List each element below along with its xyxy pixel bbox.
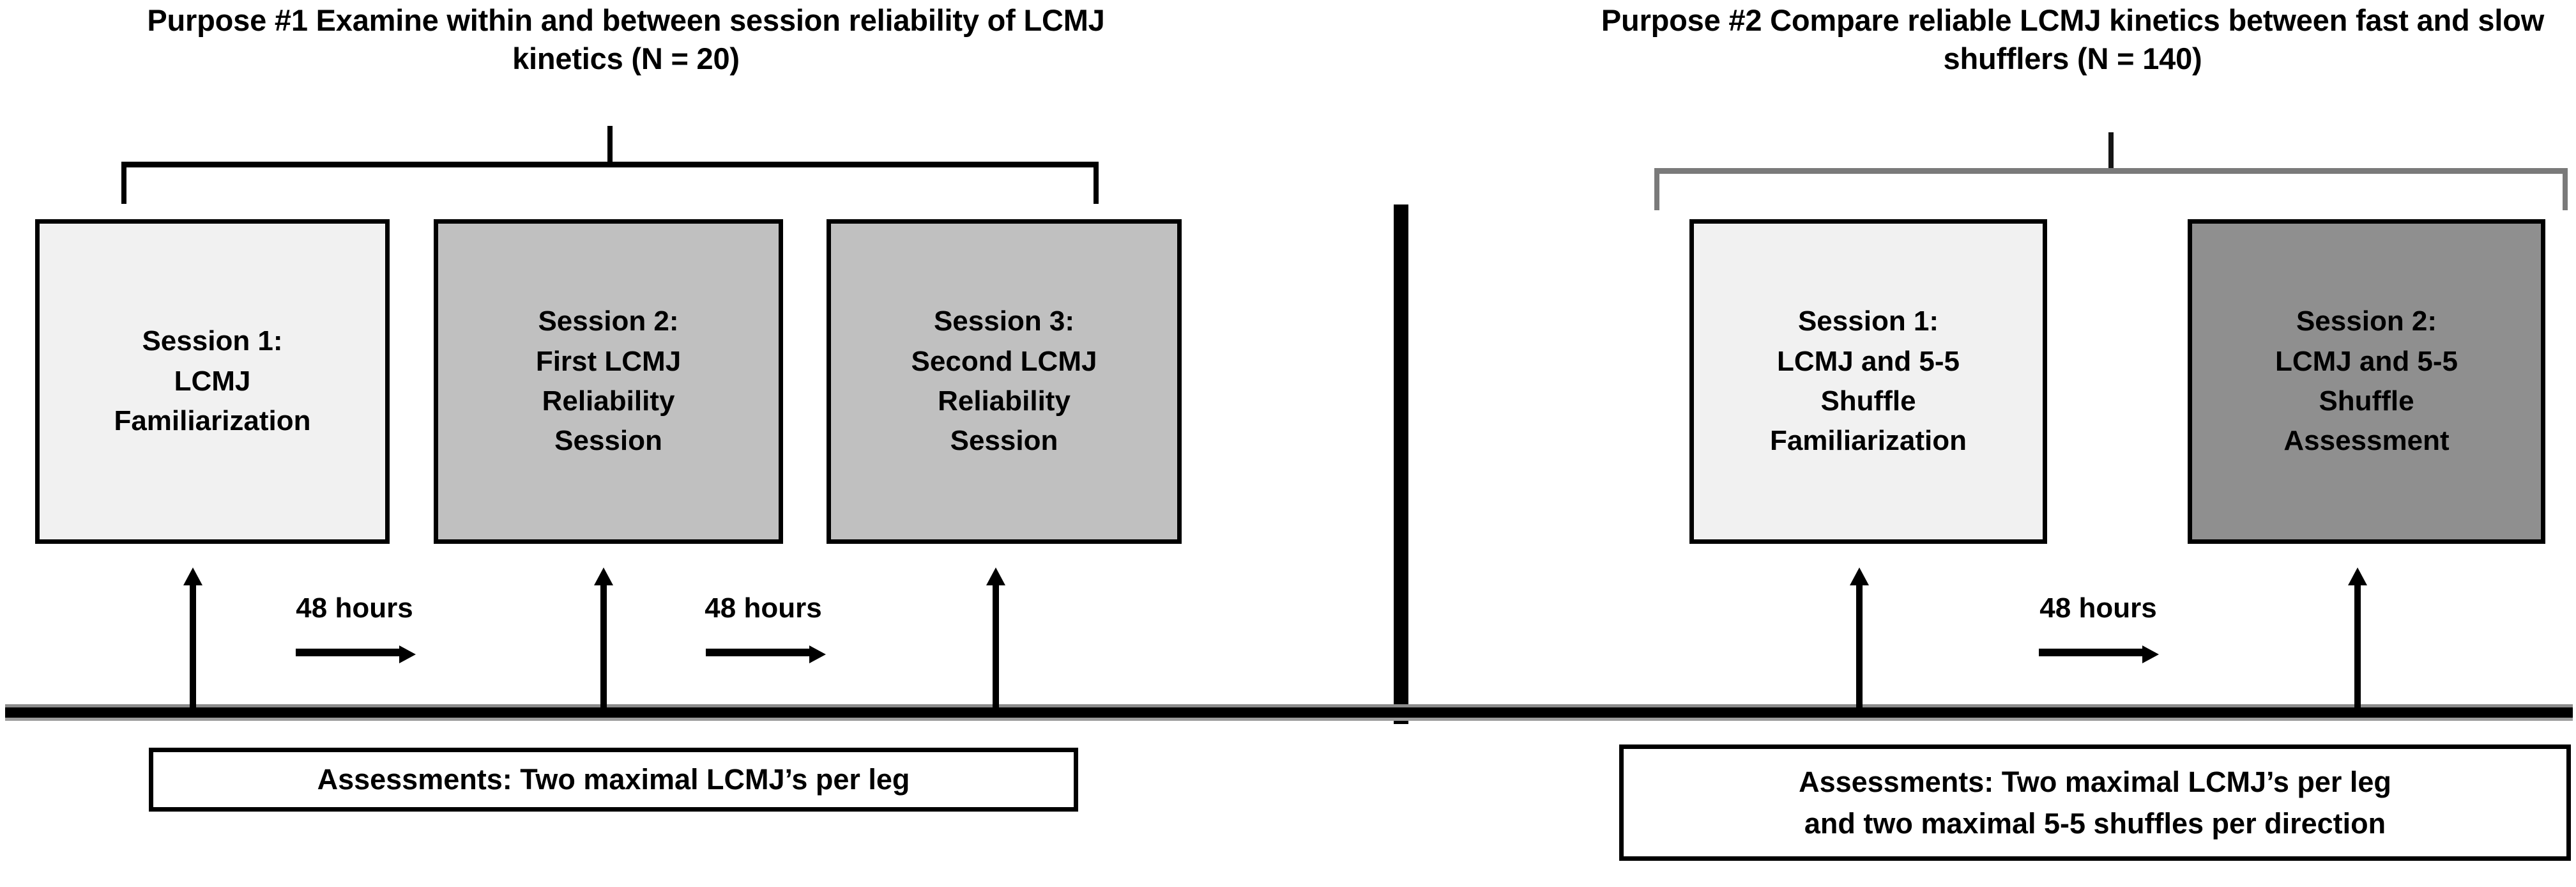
timeline-marker-study2-session1 bbox=[1850, 567, 1869, 708]
timeline-marker-study1-session2 bbox=[594, 567, 613, 708]
bracket-bar bbox=[121, 162, 1099, 167]
arrow-head bbox=[399, 645, 416, 663]
bracket-tick-right bbox=[1094, 162, 1099, 204]
session-box-line: Assessment bbox=[2283, 425, 2450, 457]
purpose-1-heading: Purpose #1 Examine within and between se… bbox=[89, 1, 1162, 78]
session-box-line: LCMJ and 5-5 bbox=[2275, 345, 2458, 377]
arrow-shaft bbox=[296, 649, 400, 656]
session-box-line: Session bbox=[950, 425, 1058, 457]
arrow-head bbox=[809, 645, 826, 663]
session-box-line: Reliability bbox=[542, 385, 675, 417]
session-box-study2-session1: Session 1: LCMJ and 5-5 Shuffle Familiar… bbox=[1689, 219, 2047, 544]
session-box-study1-session3: Session 3: Second LCMJ Reliability Sessi… bbox=[827, 219, 1182, 544]
session-box-line: Session 1: bbox=[1797, 305, 1939, 337]
session-box-line: Session 2: bbox=[2296, 305, 2437, 337]
session-box-line: LCMJ bbox=[174, 365, 251, 397]
arrow-shaft bbox=[706, 649, 811, 656]
purpose-2-heading: Purpose #2 Compare reliable LCMJ kinetic… bbox=[1584, 1, 2561, 78]
bracket-tick-left bbox=[121, 162, 126, 204]
bracket-stem bbox=[2108, 132, 2114, 168]
session-box-line: Session 1: bbox=[142, 325, 283, 357]
study-divider bbox=[1394, 204, 1408, 724]
timeline-axis bbox=[5, 704, 2573, 721]
session-box-line: Session 2: bbox=[538, 305, 679, 337]
interval-label-study1-gap2: 48 hours bbox=[705, 592, 822, 624]
assessment-line: Assessments: Two maximal LCMJ’s per leg bbox=[317, 763, 910, 796]
session-box-line: Familiarization bbox=[114, 405, 311, 437]
arrow-head bbox=[2142, 645, 2159, 663]
arrow-shaft bbox=[600, 579, 607, 708]
session-box-line: First LCMJ bbox=[535, 345, 682, 377]
arrow-shaft bbox=[2354, 579, 2361, 708]
assessment-line: and two maximal 5-5 shuffles per directi… bbox=[1804, 807, 2386, 840]
purpose-2-heading-line-2: between fast and slow shufflers (N = 140… bbox=[1943, 3, 2545, 76]
purpose-2-heading-line-1: Purpose #2 Compare reliable LCMJ kinetic… bbox=[1601, 3, 2220, 37]
assessment-box-study1: Assessments: Two maximal LCMJ’s per leg bbox=[149, 748, 1078, 812]
session-box-line: Shuffle bbox=[2319, 385, 2414, 417]
bracket-tick-right bbox=[2563, 168, 2568, 210]
session-box-study1-session2: Session 2: First LCMJ Reliability Sessio… bbox=[434, 219, 783, 544]
bracket-bar bbox=[1654, 168, 2568, 174]
session-box-study2-session2: Session 2: LCMJ and 5-5 Shuffle Assessme… bbox=[2188, 219, 2545, 544]
timeline-marker-study2-session2 bbox=[2348, 567, 2367, 708]
arrow-shaft bbox=[190, 579, 196, 708]
purpose-1-heading-line-1: Purpose #1 Examine within and between se… bbox=[147, 3, 841, 37]
arrow-right-icon bbox=[296, 645, 416, 663]
timeline-marker-study1-session3 bbox=[986, 567, 1005, 708]
arrow-shaft bbox=[2039, 649, 2144, 656]
purpose-1-heading-line-2: reliability of LCMJ kinetics (N = 20) bbox=[512, 3, 1105, 76]
arrow-right-icon bbox=[2039, 645, 2159, 663]
session-box-line: Familiarization bbox=[1769, 425, 1967, 457]
bracket-tick-left bbox=[1654, 168, 1659, 210]
bracket-stem bbox=[607, 126, 613, 162]
session-box-line: Second LCMJ bbox=[911, 345, 1097, 377]
session-box-study1-session1: Session 1: LCMJ Familiarization bbox=[35, 219, 390, 544]
interval-label-study2-gap1: 48 hours bbox=[2039, 592, 2157, 624]
assessment-line: Assessments: Two maximal LCMJ’s per leg bbox=[1799, 765, 2391, 798]
arrow-right-icon bbox=[706, 645, 826, 663]
arrow-shaft bbox=[993, 579, 999, 708]
interval-label-study1-gap1: 48 hours bbox=[296, 592, 413, 624]
session-box-line: Session 3: bbox=[933, 305, 1075, 337]
assessment-box-study2: Assessments: Two maximal LCMJ’s per leg … bbox=[1619, 744, 2571, 861]
session-box-line: Reliability bbox=[938, 385, 1071, 417]
arrow-shaft bbox=[1856, 579, 1863, 708]
session-box-line: Session bbox=[554, 425, 662, 457]
session-box-line: Shuffle bbox=[1820, 385, 1916, 417]
session-box-line: LCMJ and 5-5 bbox=[1776, 345, 1960, 377]
timeline-marker-study1-session1 bbox=[183, 567, 202, 708]
